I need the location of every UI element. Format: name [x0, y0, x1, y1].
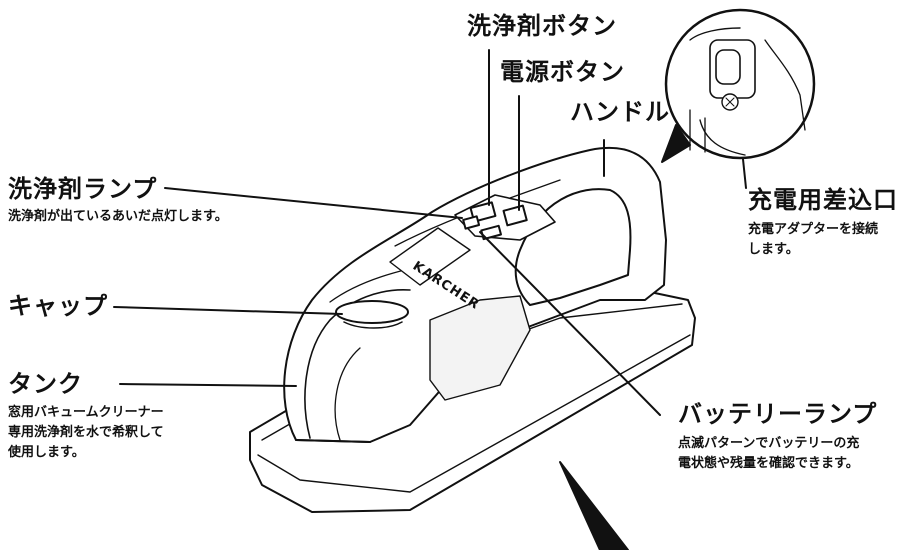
leader-detergent-lamp	[164, 187, 463, 219]
label-power-button: 電源ボタン	[500, 58, 625, 86]
leader-battery-lamp	[479, 231, 661, 416]
label-detergent-button: 洗浄剤ボタン	[467, 12, 617, 40]
battery-lamp-desc-line: 電状態や残量を確認できます。	[678, 456, 859, 472]
label-battery-lamp-title: バッテリーランプ	[678, 400, 878, 428]
label-tank-desc: 窓用バキュームクリーナー 専用洗浄剤を水で希釈して 使用します。	[8, 403, 164, 463]
label-charging-port-desc: 充電アダプターを接続 します。	[748, 220, 878, 260]
power-button-shape	[502, 204, 528, 227]
cap-shape	[335, 300, 409, 324]
label-cap: キャップ	[8, 292, 108, 320]
tank-desc-line: 使用します。	[8, 445, 85, 461]
label-charging-port-title: 充電用差込口	[748, 186, 898, 214]
label-handle: ハンドル	[570, 98, 670, 126]
zoom-wedge-bottom	[559, 461, 629, 550]
label-battery-lamp-desc: 点滅パターンでバッテリーの充 電状態や残量を確認できます。	[678, 434, 859, 474]
leader-cap	[113, 306, 343, 315]
charging-port-desc-line: します。	[748, 242, 799, 258]
side-window	[429, 295, 531, 401]
tank-desc-line: 専用洗浄剤を水で希釈して	[8, 425, 164, 441]
zoom-wedge-top	[661, 124, 691, 163]
leader-tank	[119, 383, 297, 387]
charging-port-desc-line: 充電アダプターを接続	[748, 222, 879, 237]
label-detergent-lamp-title: 洗浄剤ランプ	[8, 175, 158, 203]
tank-desc-line: 窓用バキュームクリーナー	[8, 405, 164, 420]
label-tank-title: タンク	[8, 370, 83, 398]
battery-lamp-desc-line: 点滅パターンでバッテリーの充	[678, 436, 860, 451]
label-detergent-lamp-desc: 洗浄剤が出ているあいだ点灯します。	[8, 209, 228, 224]
